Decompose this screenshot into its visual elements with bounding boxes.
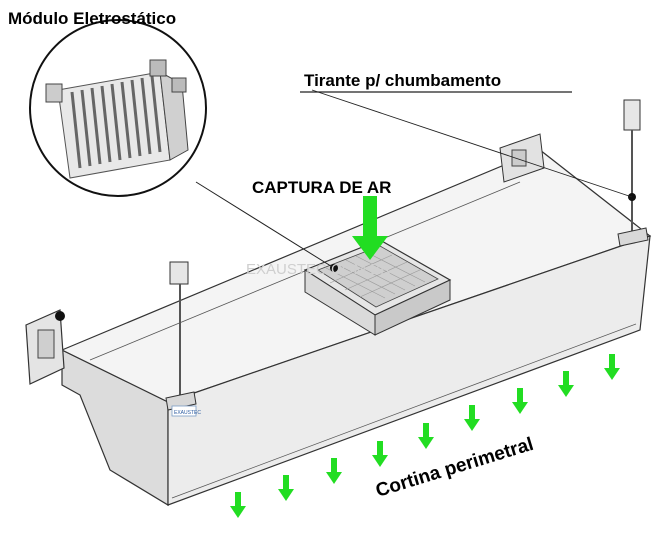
- curtain-arrow-9: [604, 354, 620, 380]
- module-label: Módulo Eletrostático: [8, 9, 176, 28]
- hanger-bracket-icon: [169, 261, 189, 285]
- module-side: [374, 279, 451, 336]
- hood-front-face: [167, 235, 651, 506]
- curtain-arrow-4: [372, 441, 388, 467]
- hood-body: [60, 149, 652, 507]
- hanger-rod-right: [617, 99, 649, 247]
- curtain-arrow-1: [230, 492, 246, 518]
- hanger-bracket-icon: [623, 99, 641, 131]
- nameplate-text: EXAUSTEC: [174, 410, 201, 416]
- hanger-bracket-back: [499, 133, 545, 183]
- curtain-arrow-8: [558, 371, 574, 397]
- curtain-arrow-7: [512, 388, 528, 414]
- rod-label: Tirante p/ chumbamento: [304, 71, 501, 90]
- curtain-arrow-6: [464, 405, 480, 431]
- down-arrow-icon: [363, 196, 377, 240]
- curtain-arrow-5: [418, 423, 434, 449]
- curtain-arrow-3: [326, 458, 342, 484]
- hanger-rod-mid: [165, 261, 197, 411]
- module-callout: [29, 19, 207, 197]
- nameplate: [171, 405, 197, 417]
- hanger-bracket-left: [25, 309, 65, 385]
- intake-label: CAPTURA DE AR: [252, 178, 391, 197]
- module-grille-lines: [325, 251, 426, 299]
- curtain-label: Cortina perimetral: [373, 434, 536, 502]
- rod-leader-line: [311, 89, 633, 198]
- intake-arrow: [352, 196, 388, 260]
- curtain-arrows: [230, 354, 620, 518]
- module-leader-line: [195, 181, 335, 269]
- curtain-arrow-2: [278, 475, 294, 501]
- watermark: EXAUSTEC.COM.BR: [246, 261, 391, 278]
- electrostatic-filter-icon: [45, 59, 189, 179]
- electrostatic-module: [303, 239, 452, 336]
